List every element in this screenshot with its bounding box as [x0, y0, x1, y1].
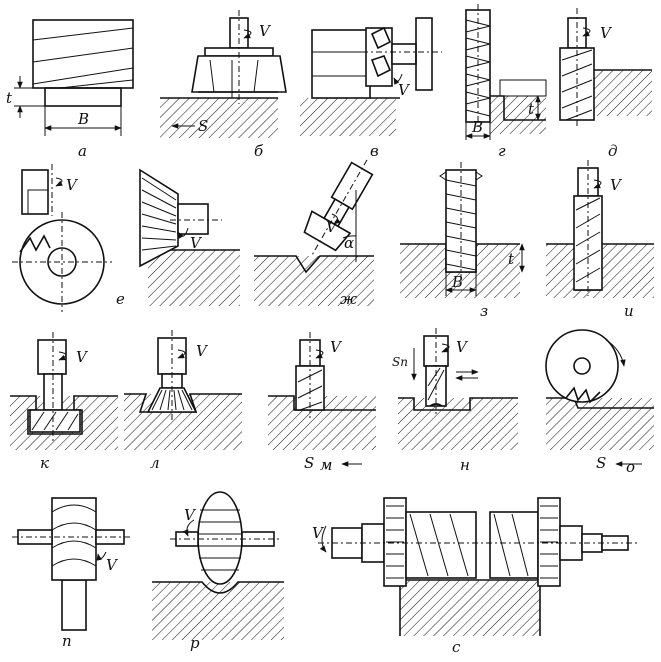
mark-l-V: V: [196, 342, 209, 360]
label-o: о: [626, 458, 635, 476]
panel-zh: α V ж: [254, 159, 374, 308]
mark-p-V: V: [106, 556, 119, 574]
mark-i-V: V: [610, 176, 623, 194]
label-p: п: [62, 632, 72, 650]
mark-v-V: V: [398, 81, 411, 99]
panel-z: B t з: [400, 162, 525, 320]
label-n: н: [460, 456, 470, 474]
label-k: к: [40, 454, 49, 472]
label-v: в: [370, 142, 379, 160]
mark-b-V: V: [259, 22, 272, 40]
panel-g: B t г: [465, 4, 547, 160]
label-a: а: [78, 142, 87, 160]
mark-a-B: B: [77, 110, 89, 128]
mark-k-V: V: [76, 348, 89, 366]
panel-k: V к: [10, 332, 118, 472]
mark-b-S: S: [198, 117, 208, 135]
mark-ye-V: V: [190, 234, 203, 252]
mark-e-V: V: [66, 176, 79, 194]
panel-i: V и: [546, 160, 654, 320]
panel-a: t B а: [6, 19, 134, 160]
mark-g-t: t: [528, 100, 535, 118]
mark-a-t: t: [6, 89, 13, 107]
mark-n-V: V: [456, 338, 469, 356]
panel-v: V в: [300, 17, 442, 160]
panel-n: V Sп н: [392, 328, 518, 474]
label-e: е: [116, 290, 125, 308]
label-g: г: [498, 142, 506, 160]
mark-m-S: S: [304, 454, 314, 472]
mark-n-Sp: Sп: [392, 355, 408, 369]
label-d: д: [608, 142, 618, 160]
panel-p: V п: [12, 497, 132, 650]
label-s: с: [452, 638, 461, 656]
mark-d-V: V: [600, 24, 613, 42]
panel-m: V S м: [268, 332, 376, 474]
mark-zh-alpha: α: [344, 234, 354, 252]
mark-o-S: S: [596, 454, 606, 472]
label-m: м: [320, 456, 332, 474]
panel-e: V е: [12, 164, 125, 312]
panel-o: S о: [545, 329, 654, 476]
panel-ye: V: [139, 168, 240, 306]
mark-r-V: V: [184, 506, 197, 524]
panel-l: V л: [124, 330, 242, 472]
mark-z-B: B: [451, 273, 463, 291]
label-zh: ж: [340, 290, 357, 308]
label-l: л: [150, 454, 160, 472]
panel-s: V с: [312, 497, 640, 656]
panel-d: V д: [559, 8, 652, 160]
mark-zh-V: V: [326, 218, 339, 236]
mark-z-t: t: [508, 250, 515, 268]
label-i: и: [624, 302, 634, 320]
panel-r: V р: [152, 491, 284, 652]
panel-b: V S б: [160, 10, 287, 160]
mark-g-B: B: [471, 118, 483, 136]
label-b: б: [254, 142, 264, 160]
label-z: з: [480, 302, 488, 320]
mark-s-V: V: [312, 524, 325, 542]
mark-m-V: V: [330, 338, 343, 356]
label-r: р: [190, 634, 200, 652]
